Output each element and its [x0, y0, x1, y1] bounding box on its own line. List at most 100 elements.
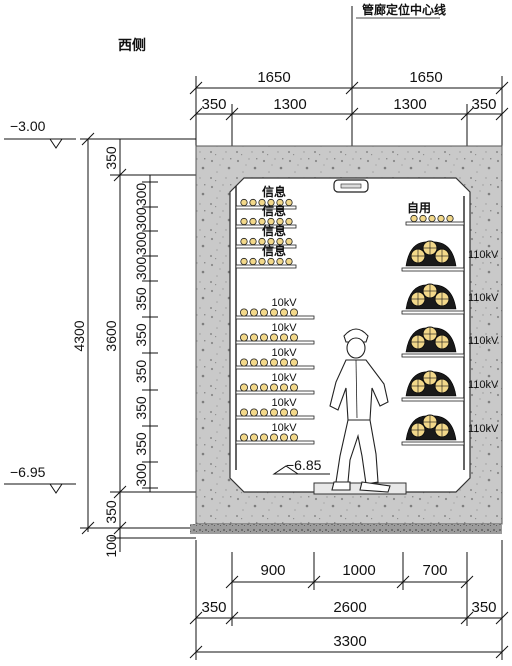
cable-icon [267, 257, 275, 266]
cable-icon [239, 408, 248, 417]
cable-icon [258, 257, 266, 266]
cable-icon [269, 408, 278, 417]
cable-icon [258, 217, 266, 226]
right-rack-label: 110kV [468, 379, 499, 391]
floor-level-label: −6.85 [286, 457, 322, 473]
cable-icon [289, 358, 298, 367]
rack-spacing-label: 350 [133, 396, 149, 420]
cable-icon [269, 308, 278, 317]
cable-icon [285, 257, 293, 266]
cable-icon [289, 408, 298, 417]
dim-floor-thickness: 350 [103, 500, 119, 524]
left-rack-label: 10kV [271, 372, 297, 384]
cable-icon [240, 257, 248, 266]
dim-wall-left: 350 [201, 96, 226, 113]
cable-icon [289, 333, 298, 342]
cable-icon [240, 217, 248, 226]
right-rack-shelf [401, 310, 465, 315]
hv-cable-bundle-icon [405, 414, 457, 441]
cable-icon [239, 333, 248, 342]
cable-icon [285, 198, 293, 207]
cable-icon [259, 358, 268, 367]
cable-icon [276, 237, 284, 246]
left-rack-label: 10kV [271, 347, 297, 359]
right-rack-shelf [401, 267, 465, 272]
rack-spacing-label: 350 [133, 287, 149, 311]
bottom-dimensions [189, 540, 509, 660]
cable-icon [276, 198, 284, 207]
left-rack-label: 10kV [271, 422, 297, 434]
left-rack-label: 信息 [262, 243, 286, 258]
dim-bottom-seg2: 1000 [342, 562, 375, 579]
cable-icon [267, 237, 275, 246]
dim-inner-left: 1300 [273, 96, 306, 113]
left-rack-label: 10kV [271, 297, 297, 309]
right-rack-label: 110kV [468, 249, 499, 261]
left-rack-shelf [235, 440, 315, 445]
left-rack-label: 10kV [271, 397, 297, 409]
cable-icon [437, 214, 445, 223]
left-rack-label: 10kV [271, 322, 297, 334]
rack-spacing-label: 350 [133, 323, 149, 347]
dim-half-right: 1650 [409, 69, 442, 86]
cable-icon [249, 333, 258, 342]
cable-icon [289, 308, 298, 317]
cable-icon [269, 383, 278, 392]
cable-icon [249, 198, 257, 207]
left-rack-shelf [235, 365, 315, 370]
cable-icon [249, 433, 258, 442]
dim-bottom-seg1: 900 [260, 562, 285, 579]
dim-wall-right: 350 [471, 96, 496, 113]
left-dimensions [4, 132, 196, 552]
right-rack-label: 110kV [468, 335, 499, 347]
cable-icon [249, 217, 257, 226]
left-rack-shelf [235, 315, 315, 320]
dim-bottom-total: 3300 [333, 633, 366, 650]
cable-icon [240, 198, 248, 207]
cable-icon [239, 433, 248, 442]
rack-spacing-label: 300 [133, 207, 149, 231]
cable-icon [249, 358, 258, 367]
side-label: 西侧 [118, 37, 146, 54]
left-rack-shelf [235, 415, 315, 420]
cable-icon [279, 358, 288, 367]
left-rack-label: 信息 [262, 203, 286, 218]
cable-icon [276, 257, 284, 266]
cable-icon [410, 214, 418, 223]
cable-icon [249, 408, 258, 417]
rack-spacing-label: 350 [133, 432, 149, 456]
right-rack-shelf [401, 441, 465, 446]
ground-cushion [190, 524, 502, 534]
cable-icon [259, 333, 268, 342]
left-rack-shelf [235, 244, 297, 249]
worker-figure-icon [329, 328, 391, 493]
hv-cable-bundle-icon [405, 326, 457, 353]
left-rack-shelf [235, 390, 315, 395]
dim-bottom-seg3: 700 [422, 562, 447, 579]
right-rack-shelf [401, 397, 465, 402]
cable-icon [249, 257, 257, 266]
dim-bottom-wall-right: 350 [471, 599, 496, 616]
hv-cable-bundle-icon [405, 283, 457, 310]
cable-icon [239, 358, 248, 367]
cable-icon [259, 308, 268, 317]
hv-cable-bundle-icon [405, 240, 457, 267]
cable-icon [276, 217, 284, 226]
cable-icon [285, 237, 293, 246]
cable-icon [259, 433, 268, 442]
cable-icon [279, 383, 288, 392]
dim-half-left: 1650 [257, 69, 290, 86]
cable-icon [267, 217, 275, 226]
cable-icon [249, 237, 257, 246]
rack-spacing-label: 300 [133, 183, 149, 207]
cable-icon [279, 308, 288, 317]
dim-total-height: 4300 [71, 320, 87, 351]
top-dimensions [189, 76, 509, 146]
hv-cable-bundle-icon [405, 370, 457, 397]
cable-icon [259, 383, 268, 392]
left-rack-label: 信息 [262, 223, 286, 238]
dim-inner-right: 1300 [393, 96, 426, 113]
cable-icon [428, 214, 436, 223]
